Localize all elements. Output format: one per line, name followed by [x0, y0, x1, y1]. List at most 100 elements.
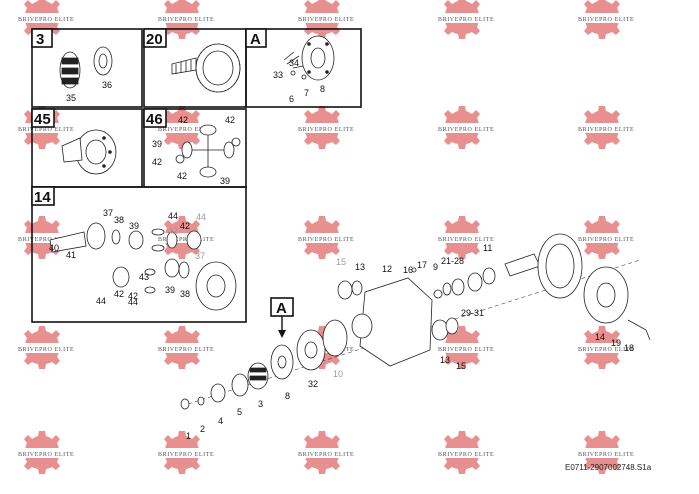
label-42: 42	[152, 157, 162, 167]
label-42: 42	[225, 115, 235, 125]
label-42: 42	[128, 291, 138, 301]
watermark-text: BRIVEPRO ELITE	[158, 127, 214, 133]
watermark-text: BRIVEPRO ELITE	[578, 17, 634, 23]
watermark-logo: BRIVEPRO ELITE	[438, 216, 494, 259]
watermark-logo: BRIVEPRO ELITE	[158, 0, 214, 39]
label-19: 19	[611, 338, 621, 348]
watermark-text: BRIVEPRO ELITE	[438, 237, 494, 243]
watermark-logo: BRIVEPRO ELITE	[158, 431, 214, 474]
label-44: 44	[168, 211, 178, 221]
label-34: 34	[289, 58, 299, 68]
boxA-parts	[283, 35, 335, 81]
label-9: 9	[433, 262, 438, 272]
watermark-text: BRIVEPRO ELITE	[578, 237, 634, 243]
label-39: 39	[152, 139, 162, 149]
watermark-text: BRIVEPRO ELITE	[18, 237, 74, 243]
box3-parts	[59, 46, 113, 89]
drawing-reference: E0711-2907002748.S1a	[565, 463, 652, 472]
label-8: 8	[320, 84, 325, 94]
watermark-text: BRIVEPRO ELITE	[438, 17, 494, 23]
watermark-text: BRIVEPRO ELITE	[18, 347, 74, 353]
watermark-text: BRIVEPRO ELITE	[578, 347, 634, 353]
label-33: 33	[273, 70, 283, 80]
label-13: 13	[440, 355, 450, 365]
watermark-logo: BRIVEPRO ELITE	[438, 326, 494, 369]
watermark-logo: BRIVEPRO ELITE	[18, 0, 74, 39]
label-38: 38	[180, 289, 190, 299]
label-39: 39	[129, 221, 139, 231]
box-title-text: 46	[146, 111, 163, 128]
watermark-logo: BRIVEPRO ELITE	[18, 326, 74, 369]
watermark-logo: BRIVEPRO ELITE	[438, 106, 494, 149]
label-11: 11	[483, 243, 492, 253]
watermark-logo: BRIVEPRO ELITE	[158, 326, 214, 369]
box-title-3: 3	[31, 28, 53, 48]
main-assembly	[180, 233, 651, 410]
label-36: 36	[102, 80, 112, 90]
watermark-logo: BRIVEPRO ELITE	[158, 106, 214, 149]
label-21-28: 21-28	[441, 256, 464, 266]
box-title-text: 20	[146, 31, 163, 48]
label-39: 39	[165, 285, 175, 295]
watermark-text: BRIVEPRO ELITE	[18, 127, 74, 133]
watermark-logo: BRIVEPRO ELITE	[438, 0, 494, 39]
label-16: 16	[403, 265, 413, 275]
label-42: 42	[177, 171, 187, 181]
watermark-text: BRIVEPRO ELITE	[438, 127, 494, 133]
box-title-text: 45	[34, 111, 51, 128]
label-40: 40	[49, 243, 59, 253]
watermark-text: BRIVEPRO ELITE	[578, 452, 634, 458]
callout-A-text: A	[276, 300, 287, 317]
label-4: 4	[218, 416, 223, 426]
label-37: 37	[103, 208, 113, 218]
label-42: 42	[180, 221, 190, 231]
label-15: 15	[336, 257, 346, 267]
label-14: 14	[595, 332, 605, 342]
sub-frames	[31, 28, 362, 323]
watermark-logo: BRIVEPRO ELITE	[578, 326, 634, 369]
label-44: 44	[96, 296, 106, 306]
watermark-text: BRIVEPRO ELITE	[298, 127, 354, 133]
watermark-logo: BRIVEPRO ELITE	[158, 216, 214, 259]
label-2: 2	[200, 424, 205, 434]
label-29-31: 29-31	[461, 308, 484, 318]
box46-parts	[175, 124, 241, 178]
box-title-text: 14	[34, 189, 51, 206]
watermark-text: BRIVEPRO ELITE	[438, 452, 494, 458]
watermark-logo: BRIVEPRO ELITE	[298, 106, 354, 149]
label-39: 39	[220, 176, 230, 186]
box-title-20: 20	[143, 28, 167, 48]
watermark-logo: BRIVEPRO ELITE	[18, 106, 74, 149]
label-13: 13	[355, 262, 365, 272]
watermark-layer: BRIVEPRO ELITE BRIVEPRO ELITE BRIVEPRO ELI…	[18, 0, 634, 474]
box-title-A: A	[245, 28, 267, 48]
frame-A	[245, 28, 362, 108]
label-7: 7	[304, 88, 309, 98]
watermark-text: BRIVEPRO ELITE	[578, 127, 634, 133]
label-41: 41	[66, 250, 76, 260]
box-title-text: 3	[36, 31, 44, 48]
label-44: 44	[128, 297, 138, 307]
box-title-14: 14	[31, 186, 55, 206]
watermark-text: BRIVEPRO ELITE	[158, 347, 214, 353]
watermark-text: BRIVEPRO ELITE	[18, 17, 74, 23]
label-37: 37	[195, 251, 205, 261]
label-15: 15	[456, 361, 466, 371]
box-title-45: 45	[31, 108, 55, 128]
watermark-logo: BRIVEPRO ELITE	[578, 106, 634, 149]
watermark-text: BRIVEPRO ELITE	[298, 17, 354, 23]
label-1: 1	[186, 431, 191, 441]
box20-parts	[171, 43, 241, 93]
watermark-logo: BRIVEPRO ELITE	[578, 216, 634, 259]
watermark-text: BRIVEPRO ELITE	[438, 347, 494, 353]
watermark-logo: BRIVEPRO ELITE	[298, 216, 354, 259]
label-35: 35	[66, 93, 76, 103]
label-43: 43	[139, 272, 149, 282]
label-18: 18	[624, 343, 634, 353]
label-38: 38	[114, 215, 124, 225]
watermark-text: BRIVEPRO ELITE	[298, 237, 354, 243]
box-title-text: A	[250, 31, 261, 48]
label-32: 32	[308, 379, 318, 389]
box14-parts	[49, 222, 237, 311]
